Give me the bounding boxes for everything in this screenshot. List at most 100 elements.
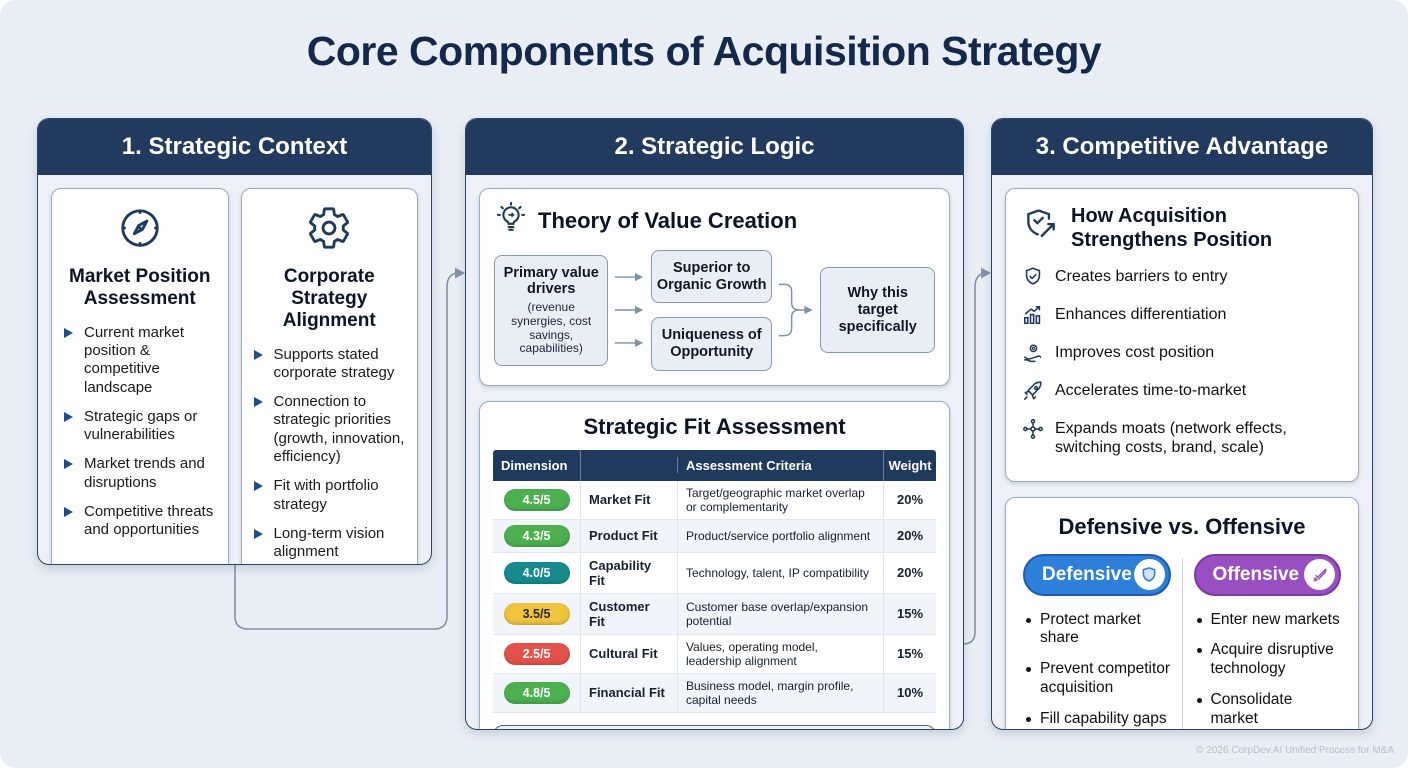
list-item: Enhances differentiation [1022, 304, 1342, 331]
col-header-weight: Weight [888, 457, 932, 473]
list-item: Expands moats (network effects, switchin… [1022, 418, 1342, 457]
defensive-offensive-columns: Defensive Protect market share Prevent c… [1012, 553, 1353, 729]
fit-assessment-card: Strategic Fit Assessment Dimension Asses… [479, 400, 950, 729]
table-row: 4.0/5 Capability Fit Technology, talent,… [493, 552, 936, 594]
score-badge: 4.0/5 [503, 561, 570, 584]
bullet: Competitive threats and opportunities [63, 503, 217, 540]
defensive-offensive-card: Defensive vs. Offensive Defensive [1005, 496, 1359, 729]
bullet: Enter new markets [1196, 611, 1342, 630]
fit-assessment-title: Strategic Fit Assessment [583, 413, 846, 439]
strategic-context-header: 1. Strategic Context [38, 119, 431, 175]
criteria-text: Target/geographic market overlap or comp… [678, 480, 884, 519]
fit-table-header: Dimension Assessment Criteria Weight [493, 449, 936, 481]
col-header-blank [581, 457, 678, 474]
strategic-logic-header: 2. Strategic Logic [466, 119, 963, 175]
bullet: Strategic gaps or vulnerabilities [63, 408, 217, 445]
primary-drivers-box: Primary value drivers (revenue synergies… [494, 254, 609, 367]
dimension-label: Capability Fit [581, 552, 678, 593]
offensive-half: Offensive Enter new markets [1183, 553, 1353, 729]
criteria-text: Customer base overlap/expansion potentia… [678, 593, 884, 634]
score-badge: 4.8/5 [503, 681, 570, 704]
arrowhead-to-col2 [455, 267, 465, 279]
col-header-dimension: Dimension [493, 449, 581, 481]
weight-value: 15% [896, 646, 924, 662]
offensive-bullets: Enter new markets Acquire disruptive tec… [1194, 611, 1342, 729]
list-item: Creates barriers to entry [1022, 266, 1342, 293]
strengthens-title: How Acquisition Strengthens Position [1071, 205, 1273, 251]
dimension-label: Product Fit [581, 519, 678, 552]
dimension-label: Financial Fit [581, 673, 678, 712]
weight-value: 20% [896, 528, 924, 544]
value-options: Superior to Organic Growth Uniqueness of… [651, 250, 773, 371]
defensive-offensive-title: Defensive vs. Offensive [1058, 513, 1306, 539]
bullet: Protect market share [1025, 611, 1171, 649]
table-row: 4.8/5 Financial Fit Business model, marg… [493, 673, 936, 713]
moat-network-icon [1022, 418, 1044, 445]
advantage-text: Accelerates time-to-market [1055, 382, 1247, 400]
criteria-text: Values, operating model, leadership alig… [678, 634, 884, 673]
bullet: Fit with portfolio strategy [253, 477, 407, 514]
strategic-logic-panel: 2. Strategic Logic Theory of Value Creat… [465, 118, 964, 730]
shield-trend-icon [1022, 205, 1060, 248]
bullet: Consolidate market [1196, 691, 1342, 729]
dimension-label: Market Fit [581, 480, 678, 519]
advantage-text: Creates barriers to entry [1055, 268, 1228, 286]
bullet: Fill capability gaps [1025, 710, 1171, 729]
competitive-advantage-body: How Acquisition Strengthens Position Cre… [992, 175, 1372, 729]
primary-drivers-subtitle: (revenue synergies, cost savings, capabi… [511, 299, 592, 356]
weight-value: 20% [896, 492, 924, 508]
weight-value: 15% [896, 606, 924, 622]
defensive-label: Defensive [1042, 563, 1132, 585]
uniqueness-box: Uniqueness of Opportunity [651, 317, 773, 371]
flow-arrows [615, 273, 644, 348]
score-badge: 4.5/5 [503, 488, 570, 511]
page-title: Core Components of Acquisition Strategy [306, 28, 1102, 74]
list-item: Accelerates time-to-market [1022, 380, 1342, 407]
vertical-divider [1181, 557, 1183, 729]
table-row: 3.5/5 Customer Fit Customer base overlap… [493, 593, 936, 635]
hand-coin-icon [1022, 342, 1044, 369]
chart-growth-icon [1022, 304, 1044, 331]
score-badge: 2.5/5 [503, 642, 570, 665]
strategic-context-body: Market Position Assessment Current marke… [38, 175, 431, 564]
strategic-context-panel: 1. Strategic Context Market Position Ass… [37, 118, 432, 565]
defensive-half: Defensive Protect market share Prevent c… [1012, 553, 1182, 729]
criteria-text: Technology, talent, IP compatibility [678, 552, 884, 593]
bullet: Long-term vision alignment [253, 525, 407, 562]
market-position-card: Market Position Assessment Current marke… [51, 188, 229, 564]
advantage-text: Expands moats (network effects, switchin… [1055, 420, 1287, 457]
superior-growth-box: Superior to Organic Growth [651, 250, 773, 304]
defensive-bullets: Protect market share Prevent competitor … [1023, 611, 1171, 729]
table-row: 4.3/5 Product Fit Product/service portfo… [493, 519, 936, 553]
criteria-text: Product/service portfolio alignment [678, 519, 884, 552]
value-creation-title: Theory of Value Creation [538, 207, 798, 233]
list-item: Improves cost position [1022, 342, 1342, 369]
defensive-badge: Defensive [1023, 553, 1171, 596]
bullet: Prevent competitor acquisition [1025, 660, 1171, 698]
why-target-box: Why this target specifically [820, 267, 935, 354]
advantage-text: Improves cost position [1055, 344, 1215, 362]
bullet: Market trends and disruptions [63, 455, 217, 492]
col-header-criteria: Assessment Criteria [678, 449, 884, 481]
table-row: 2.5/5 Cultural Fit Values, operating mod… [493, 634, 936, 674]
sword-icon [1304, 559, 1335, 591]
table-row: 4.5/5 Market Fit Target/geographic marke… [493, 480, 936, 520]
competitive-advantage-panel: 3. Competitive Advantage How Acquisition… [991, 118, 1373, 730]
bullet: Connection to strategic priorities (grow… [253, 393, 407, 466]
bullet: Acquire disruptive technology [1196, 641, 1342, 679]
shield-check-icon [1022, 266, 1044, 293]
card-title: Corporate Strategy Alignment [282, 266, 376, 331]
strengthens-position-card: How Acquisition Strengthens Position Cre… [1005, 188, 1359, 482]
arrowhead-to-col3 [981, 267, 991, 279]
compass-icon [63, 205, 217, 256]
primary-drivers-title: Primary value drivers [503, 264, 599, 298]
scoring-summary: Scoring: 1 (Poor) to 5 (Excellent) → Wei… [493, 724, 936, 729]
market-position-bullets: Current market position & competitive la… [63, 324, 217, 551]
copyright-note: © 2026 CorpDev.AI Unified Process for M&… [1196, 745, 1394, 756]
dimension-label: Customer Fit [581, 593, 678, 634]
shield-icon [1133, 559, 1165, 591]
strengthens-head: How Acquisition Strengthens Position [1022, 205, 1342, 252]
weight-value: 10% [896, 685, 924, 701]
